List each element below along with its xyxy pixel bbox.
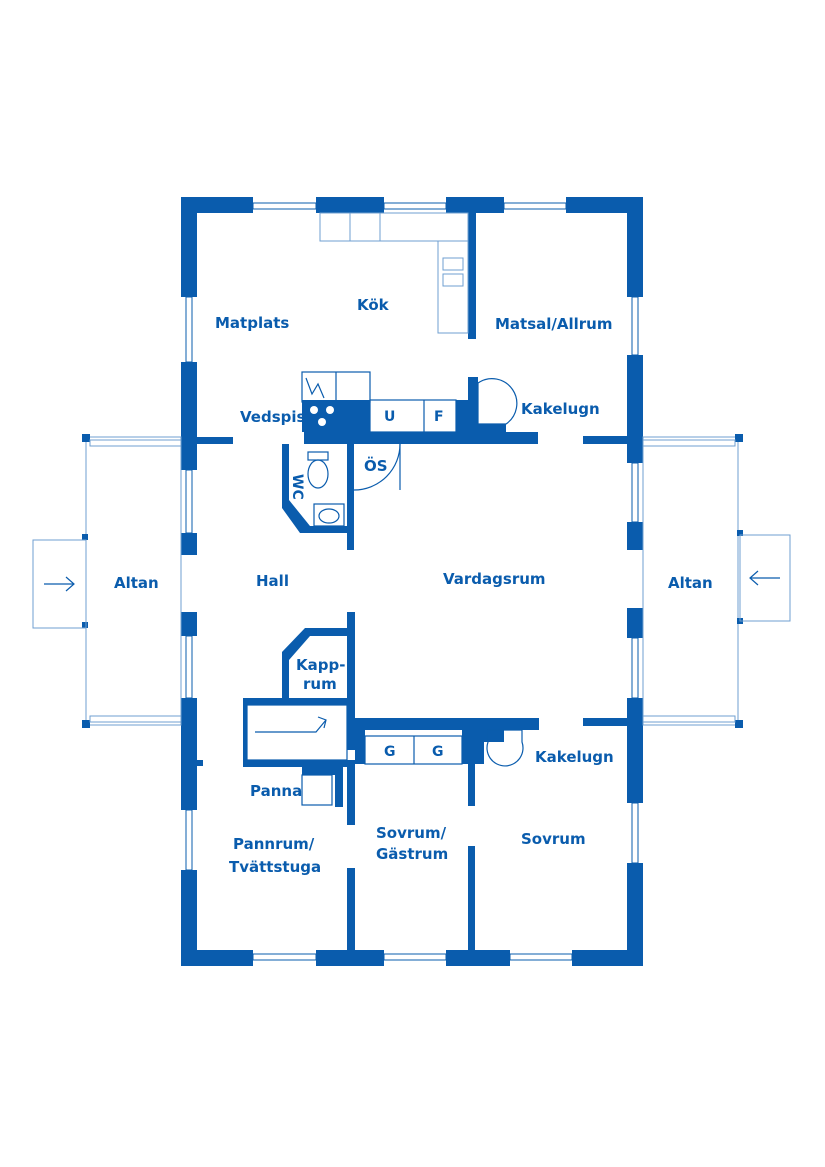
tiled-stove-bottom — [484, 729, 524, 767]
room-labels: Kök Matplats Matsal/Allrum Vedspis Kakel… — [114, 296, 713, 876]
kitchen-counters — [301, 212, 469, 433]
fridge-label: U — [384, 409, 395, 425]
deck-right — [642, 434, 791, 728]
label-os: ÖS — [364, 456, 388, 475]
label-vedspis: Vedspis — [240, 408, 306, 426]
label-pannrum-line2: Tvättstuga — [229, 858, 321, 876]
label-altan-right: Altan — [668, 574, 713, 592]
wardrobes — [364, 735, 463, 765]
label-kok: Kök — [357, 296, 390, 314]
label-gastrum-line2: Gästrum — [376, 845, 448, 863]
sink-icon — [313, 503, 345, 527]
label-pannrum-line1: Pannrum/ — [233, 835, 315, 853]
toilet-icon — [307, 451, 329, 489]
exterior-walls — [181, 197, 643, 966]
label-matplats: Matplats — [215, 314, 289, 332]
deck-left — [32, 434, 182, 728]
boiler-box — [301, 774, 333, 806]
stair-arrow-icon — [246, 704, 348, 761]
interior-walls — [197, 213, 627, 950]
label-hall: Hall — [256, 572, 289, 590]
wardrobe-label-2: G — [432, 744, 444, 760]
tiled-stove-top — [468, 377, 518, 435]
label-vardagsrum: Vardagsrum — [443, 570, 546, 588]
label-matsal: Matsal/Allrum — [495, 315, 613, 333]
label-kakelugn-bottom: Kakelugn — [535, 748, 614, 766]
label-altan-left: Altan — [114, 574, 159, 592]
freezer-label: F — [434, 409, 444, 425]
label-kakelugn-top: Kakelugn — [521, 400, 600, 418]
label-kapprum-line1: Kapp- — [296, 656, 345, 674]
label-panna: Panna — [250, 782, 302, 800]
label-kapprum-line2: rum — [303, 675, 337, 693]
label-wc: WC — [289, 474, 305, 500]
label-sovrum: Sovrum — [521, 830, 586, 848]
entrance-arrow-icon — [749, 570, 780, 586]
entrance-arrow-icon — [44, 576, 75, 592]
wardrobe-label-1: G — [384, 744, 396, 760]
door-swing-os — [353, 443, 401, 491]
label-gastrum-line1: Sovrum/ — [376, 824, 447, 842]
stove-icon — [302, 377, 344, 432]
